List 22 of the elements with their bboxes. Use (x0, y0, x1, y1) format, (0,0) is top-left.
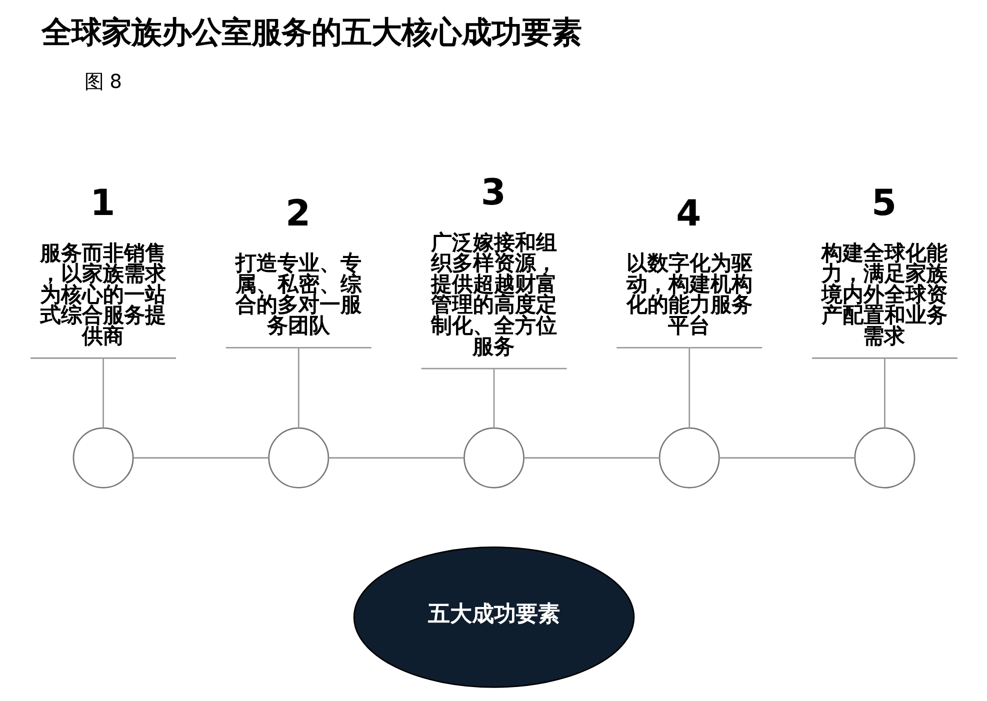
connector (718, 457, 854, 459)
diagram-title: 全球家族办公室服务的五大核心成功要素 (41, 15, 582, 50)
node-text: 5 构建全球化能力，满足家族境内外全球资产配置和业务需求 (821, 183, 948, 348)
connector (523, 457, 659, 459)
node-text: 1 服务而非销售，以家族需求为核心的一站式综合服务提供商 (40, 183, 166, 348)
connector (884, 358, 885, 428)
node-circle (854, 427, 915, 488)
node-circle (658, 427, 720, 488)
connector (132, 457, 268, 459)
connector (328, 457, 464, 459)
connector (102, 358, 104, 428)
connector (492, 369, 494, 428)
node-text: 4 以数字化为驱动，构建机构化的能力服务平台 (626, 194, 752, 338)
node-ellipse: 五大成功要素 (352, 546, 634, 688)
node-circle (268, 427, 329, 488)
node-circle (463, 427, 524, 488)
connector (297, 348, 299, 428)
connector (688, 348, 690, 428)
node-text: 2 打造专业、专属、私密、综合的多对一服务团队 (235, 194, 362, 338)
label: 图 8 (84, 70, 122, 94)
node-circle (72, 427, 134, 488)
node-text: 3 广泛嫁接和组织多样资源，提供超越财富管理的高度定制化、全方位服务 (430, 172, 556, 358)
